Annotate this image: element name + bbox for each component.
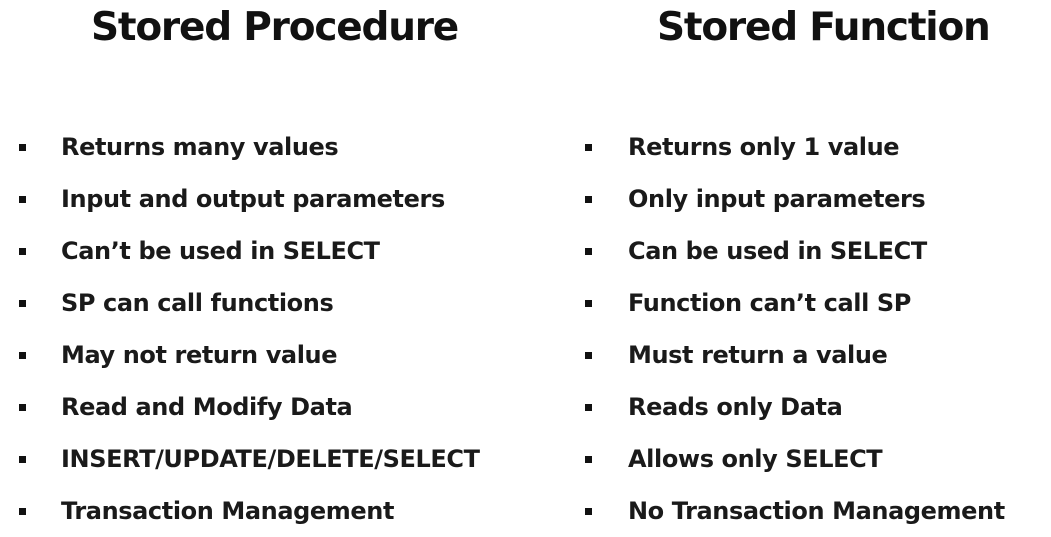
- list-item-text: Read and Modify Data: [61, 393, 353, 421]
- square-bullet-icon: [585, 299, 592, 307]
- list-item-text: Returns many values: [61, 133, 339, 161]
- square-bullet-icon: [585, 247, 592, 255]
- list-item: SP can call functions: [0, 277, 480, 329]
- list-item: Can be used in SELECT: [560, 225, 1005, 277]
- square-bullet-icon: [19, 195, 26, 203]
- list-item: May not return value: [0, 329, 480, 381]
- list-item: Can’t be used in SELECT: [0, 225, 480, 277]
- list-item: No Transaction Management: [560, 485, 1005, 537]
- list-item-text: Transaction Management: [61, 497, 395, 525]
- square-bullet-icon: [19, 455, 26, 463]
- square-bullet-icon: [19, 299, 26, 307]
- list-item-text: Must return a value: [628, 341, 888, 369]
- list-item-text: May not return value: [61, 341, 338, 369]
- list-item-text: Returns only 1 value: [628, 133, 900, 161]
- list-item: Input and output parameters: [0, 173, 480, 225]
- list-item: Only input parameters: [560, 173, 1005, 225]
- list-item: Must return a value: [560, 329, 1005, 381]
- square-bullet-icon: [585, 351, 592, 359]
- list-item: Returns many values: [0, 121, 480, 173]
- stored-function-heading: Stored Function: [657, 5, 991, 50]
- list-item-text: Only input parameters: [628, 185, 926, 213]
- list-item: INSERT/UPDATE/DELETE/SELECT: [0, 433, 480, 485]
- square-bullet-icon: [19, 143, 26, 151]
- stored-function-list: Returns only 1 value Only input paramete…: [560, 121, 1005, 537]
- list-item: Function can’t call SP: [560, 277, 1005, 329]
- square-bullet-icon: [585, 507, 592, 515]
- list-item: Transaction Management: [0, 485, 480, 537]
- list-item-text: Allows only SELECT: [628, 445, 883, 473]
- list-item-text: No Transaction Management: [628, 497, 1005, 525]
- list-item-text: Can’t be used in SELECT: [61, 237, 380, 265]
- list-item-text: Function can’t call SP: [628, 289, 911, 317]
- square-bullet-icon: [19, 247, 26, 255]
- stored-procedure-heading: Stored Procedure: [91, 5, 459, 50]
- square-bullet-icon: [19, 351, 26, 359]
- list-item: Allows only SELECT: [560, 433, 1005, 485]
- list-item-text: Can be used in SELECT: [628, 237, 927, 265]
- list-item: Read and Modify Data: [0, 381, 480, 433]
- list-item-text: Input and output parameters: [61, 185, 445, 213]
- list-item-text: SP can call functions: [61, 289, 334, 317]
- list-item-text: INSERT/UPDATE/DELETE/SELECT: [61, 445, 480, 473]
- stored-procedure-list: Returns many values Input and output par…: [0, 121, 480, 537]
- square-bullet-icon: [19, 403, 26, 411]
- square-bullet-icon: [585, 195, 592, 203]
- list-item-text: Reads only Data: [628, 393, 843, 421]
- square-bullet-icon: [585, 403, 592, 411]
- square-bullet-icon: [585, 455, 592, 463]
- square-bullet-icon: [19, 507, 26, 515]
- square-bullet-icon: [585, 143, 592, 151]
- list-item: Reads only Data: [560, 381, 1005, 433]
- list-item: Returns only 1 value: [560, 121, 1005, 173]
